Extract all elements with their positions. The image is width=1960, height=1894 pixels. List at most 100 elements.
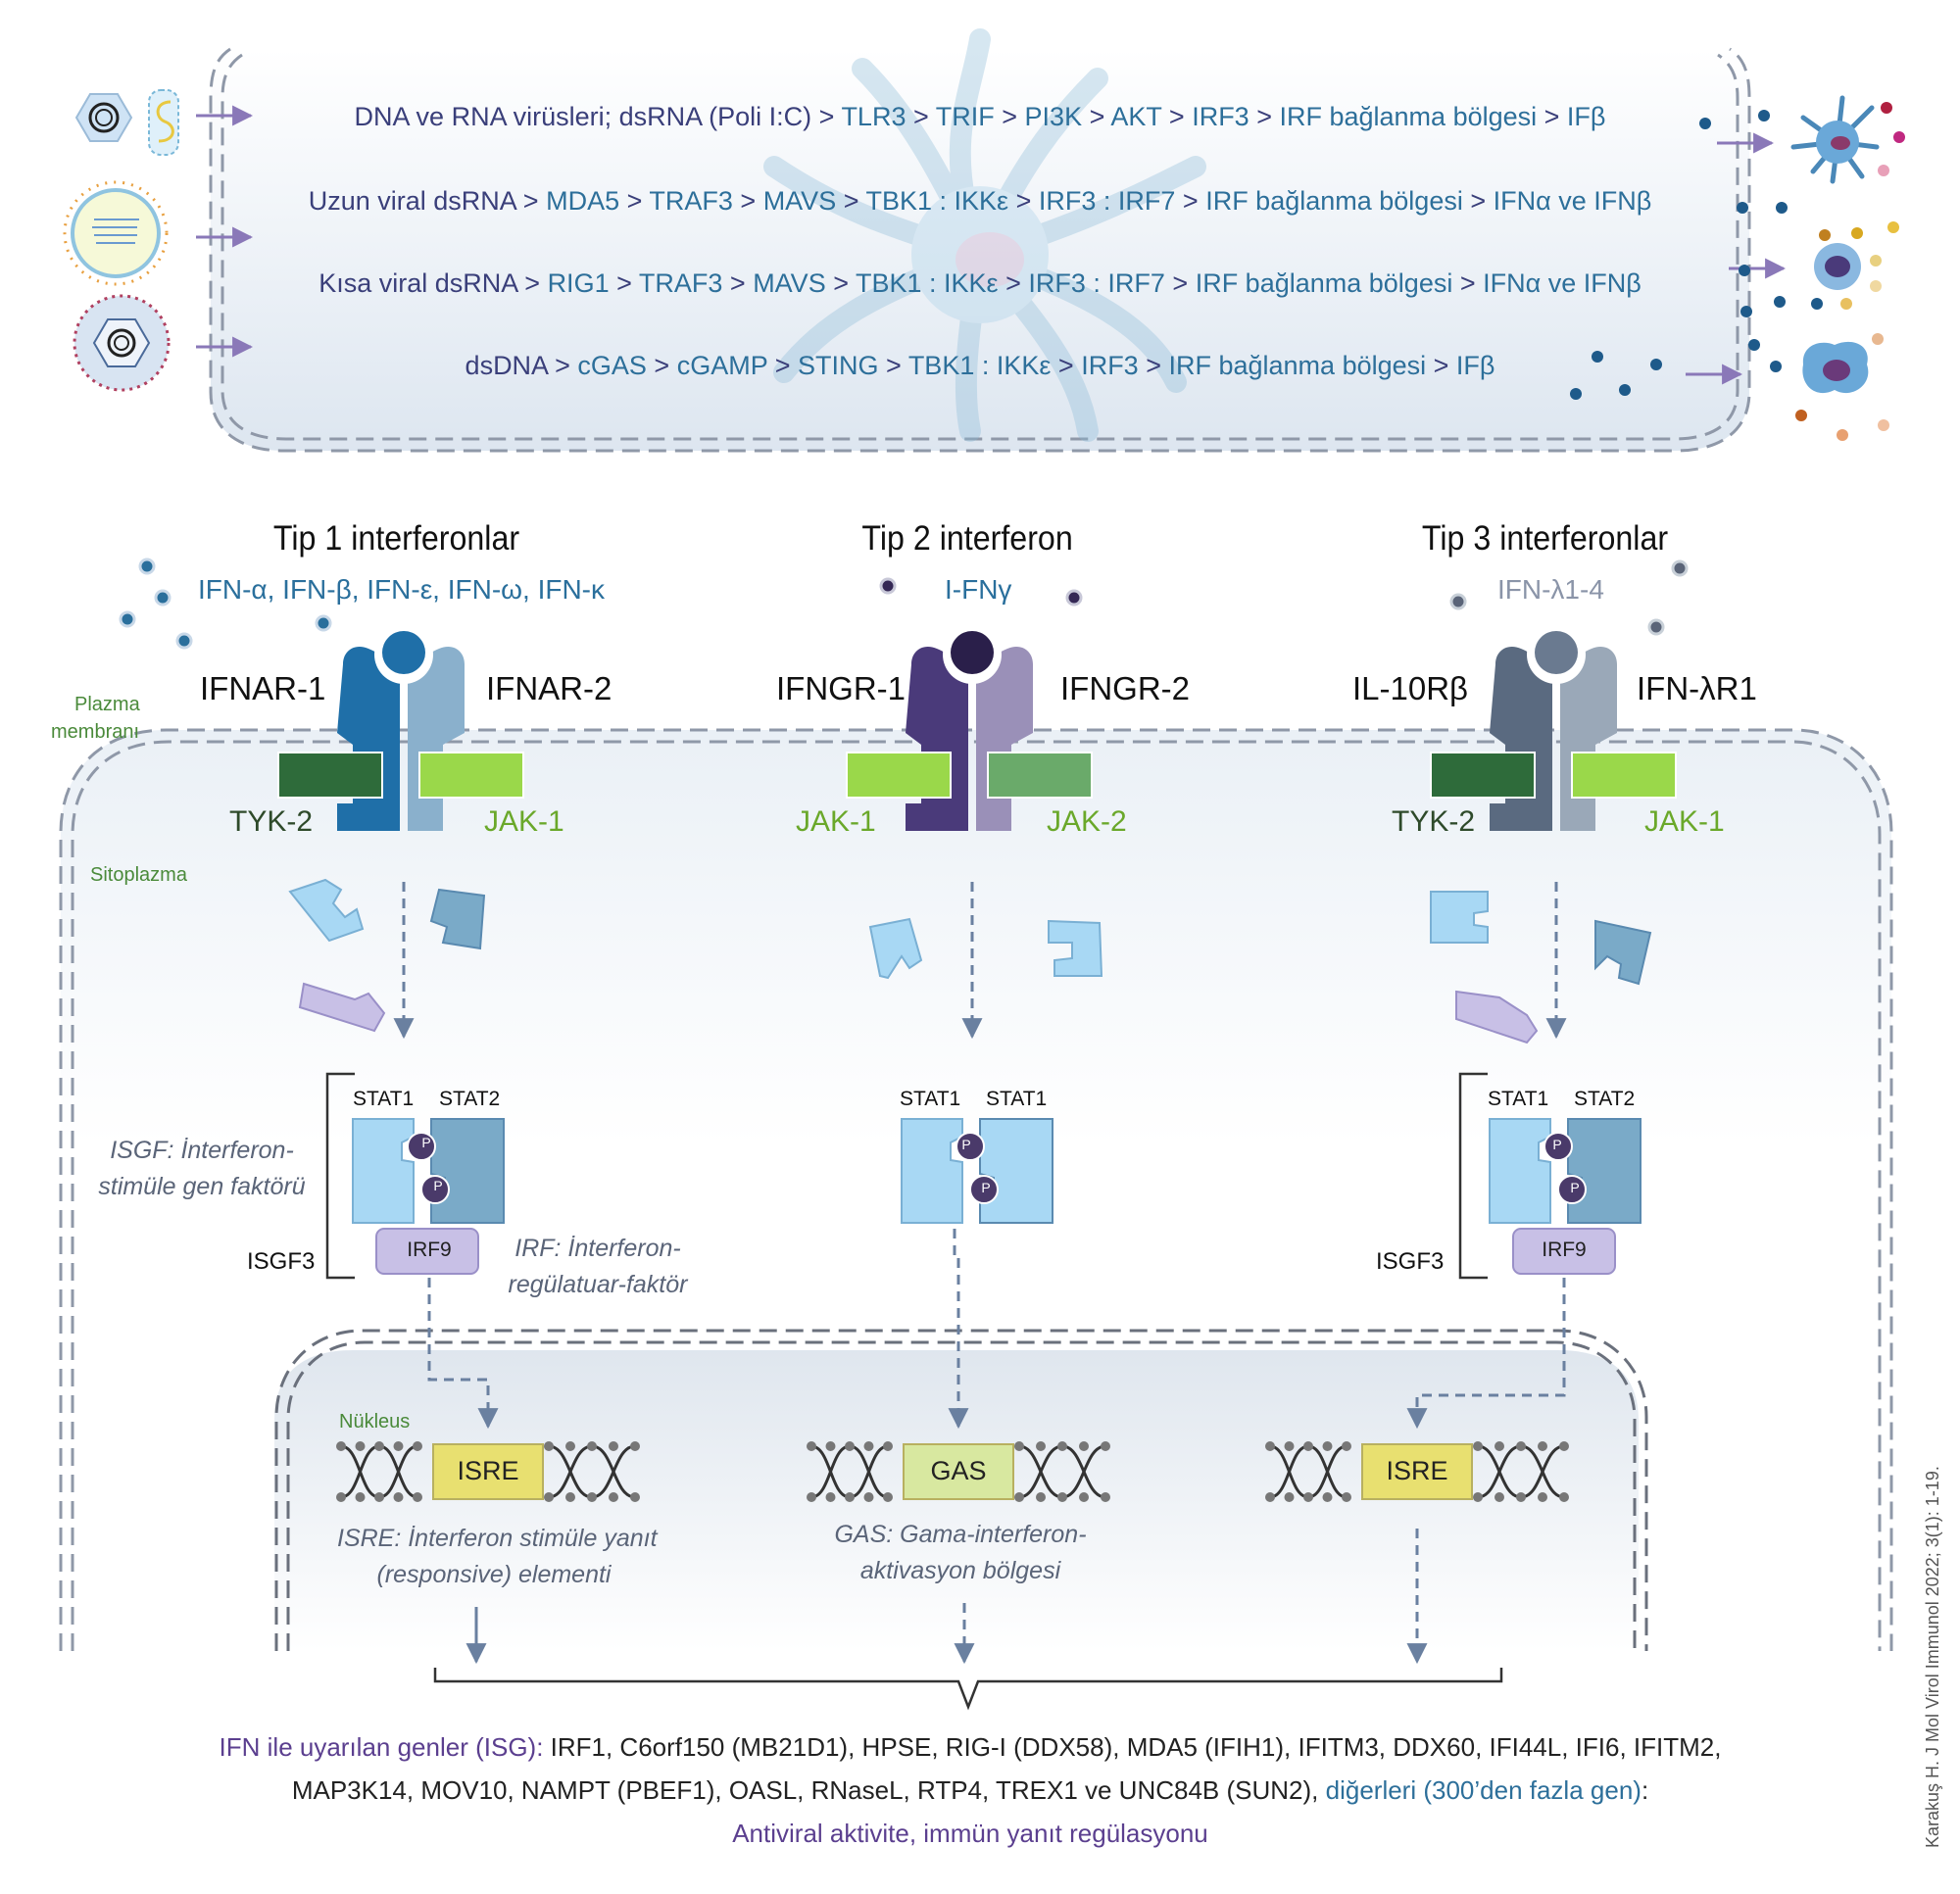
dna-node — [1036, 1492, 1046, 1502]
dna-node — [336, 1441, 346, 1451]
isre-note: ISRE: İnterferon stimüle yanıt(responsiv… — [337, 1525, 658, 1588]
dna-node — [1559, 1492, 1569, 1502]
kinase-jak1-type3: JAK-1 — [1644, 805, 1725, 838]
phospho-3b: P — [1570, 1180, 1580, 1195]
receptor-ifngr1: IFNGR-1 — [776, 670, 906, 706]
phospho-circle — [1544, 1132, 1573, 1161]
dna-node — [1342, 1492, 1351, 1502]
kinase-jak1-type1: JAK-1 — [484, 805, 564, 838]
kinase-box-left — [846, 752, 952, 799]
pathway-segment: > — [1164, 268, 1196, 298]
bound-ligand — [382, 631, 425, 674]
dna-node — [1322, 1492, 1333, 1502]
bracket-left — [325, 1072, 355, 1280]
phospho-2b: P — [981, 1180, 991, 1195]
dna-node — [630, 1492, 640, 1502]
bound-ligand — [951, 631, 994, 674]
dna-node — [1342, 1441, 1351, 1451]
phospho-circle — [407, 1132, 436, 1161]
pathway-segment: IRF bağlanma bölgesi — [1279, 102, 1538, 131]
dna-node — [883, 1492, 893, 1502]
pathway-segment: > — [1082, 102, 1111, 131]
type1-ifn-list: IFN-α, IFN-β, IFN-ε, IFN-ω, IFN-κ — [198, 574, 606, 605]
pathway-segment: IRF3 — [1192, 102, 1250, 131]
bound-ligand — [1535, 631, 1578, 674]
pathway-segment: PI3K — [1024, 102, 1083, 131]
virus-icon-hexagon — [74, 93, 133, 142]
phospho-circle — [1557, 1175, 1587, 1204]
pathway-segment: RIG1 — [547, 268, 610, 298]
type3-title: Tip 3 interferonlar — [1421, 519, 1669, 558]
virus-icon-capsule — [148, 89, 179, 156]
dna-node — [1538, 1441, 1547, 1451]
dna-node — [1303, 1492, 1313, 1502]
input-arrows-left — [196, 105, 254, 358]
cytoplasm-proteins — [288, 878, 1652, 1044]
kinase-box-left — [1430, 752, 1536, 799]
pathway-segment: > — [878, 351, 908, 380]
pathway-line-1: DNA ve RNA virüsleri; dsRNA (Poli I:C) >… — [0, 102, 1960, 132]
dna-node — [413, 1492, 422, 1502]
kinase-box-right — [1571, 752, 1677, 799]
signal-arrows — [393, 882, 1567, 1665]
pathway-segment: > — [1462, 186, 1494, 216]
receptor-complex-2 — [846, 625, 1093, 831]
dna-label-isre1: ISRE — [457, 1456, 519, 1485]
kinase-jak1-type2: JAK-1 — [796, 805, 876, 838]
dna-isre-type3 — [1265, 1441, 1569, 1502]
ligand-dots — [119, 558, 1689, 650]
dna-node — [565, 1492, 575, 1502]
dna-element-box — [903, 1443, 1014, 1500]
pathway-segment: > — [1008, 186, 1039, 216]
genes-bracket — [433, 1668, 1503, 1711]
stat-left-shape — [901, 1118, 963, 1224]
pathway-segment: > — [1138, 351, 1169, 380]
pathway-segment: > — [1175, 186, 1206, 216]
dna-node — [544, 1441, 554, 1451]
pathway-segment: TLR3 — [841, 102, 906, 131]
stat-complex-type2 — [901, 1118, 1054, 1224]
gas-note: GAS: Gama-interferon-aktivasyon bölgesi — [834, 1521, 1087, 1584]
receptor-ifnar2: IFNAR-2 — [486, 670, 612, 706]
dna-node — [336, 1492, 346, 1502]
pathway-segment: IRF bağlanma bölgesi — [1205, 186, 1463, 216]
stat-complexes — [352, 1118, 1642, 1275]
receptor-ifnlr1: IFN-λR1 — [1637, 670, 1757, 706]
dna-node — [1101, 1441, 1110, 1451]
dna-node — [355, 1441, 366, 1451]
dna-node — [587, 1492, 597, 1502]
pathway-segment: > — [811, 102, 842, 131]
pathway-segment: Uzun viral dsRNA — [308, 186, 516, 216]
dna-node — [1101, 1492, 1110, 1502]
dna-node — [1057, 1441, 1067, 1451]
pathway-line-2: Uzun viral dsRNA > MDA5 > TRAF3 > MAVS >… — [0, 186, 1960, 217]
dna-node — [807, 1441, 816, 1451]
stat1-label-type3: STAT1 — [1488, 1088, 1549, 1110]
dna-node — [544, 1492, 554, 1502]
stat2-label-type3: STAT2 — [1574, 1088, 1636, 1110]
stat-left-shape — [352, 1118, 415, 1224]
pathway-segment: IRF3 : IRF7 — [1038, 186, 1176, 216]
isg-line-2: MAP3K14, MOV10, NAMPT (PBEF1), OASL, RNa… — [291, 1775, 1649, 1805]
receptor-ifnar1: IFNAR-1 — [200, 670, 326, 706]
isgf3-label-left: ISGF3 — [247, 1248, 316, 1275]
phospho-1a: P — [421, 1135, 431, 1150]
irf9-label-type1: IRF9 — [407, 1238, 452, 1261]
receptor-ifngr2: IFNGR-2 — [1060, 670, 1190, 706]
kinase-box-left — [277, 752, 383, 799]
citation: Karakuş H. J Mol Virol Immunol 2022; 3(1… — [1923, 1466, 1942, 1848]
kinase-box-right — [418, 752, 524, 799]
dna-node — [845, 1492, 855, 1502]
stat-right-shape — [979, 1118, 1054, 1224]
stat-complex-type3 — [1489, 1118, 1642, 1275]
dna-node — [565, 1441, 575, 1451]
pathway-segment: AKT — [1110, 102, 1162, 131]
receptor-il10rb: IL-10Rβ — [1352, 670, 1469, 706]
receptor-complex-1 — [277, 625, 524, 831]
dna-node — [1516, 1441, 1526, 1451]
pathway-segment: > — [609, 268, 639, 298]
kinase-box-right — [987, 752, 1093, 799]
pathway-segment: IFNα ve IFNβ — [1483, 268, 1642, 298]
pathway-segment: cGAS — [577, 351, 647, 380]
dna-node — [1265, 1441, 1275, 1451]
